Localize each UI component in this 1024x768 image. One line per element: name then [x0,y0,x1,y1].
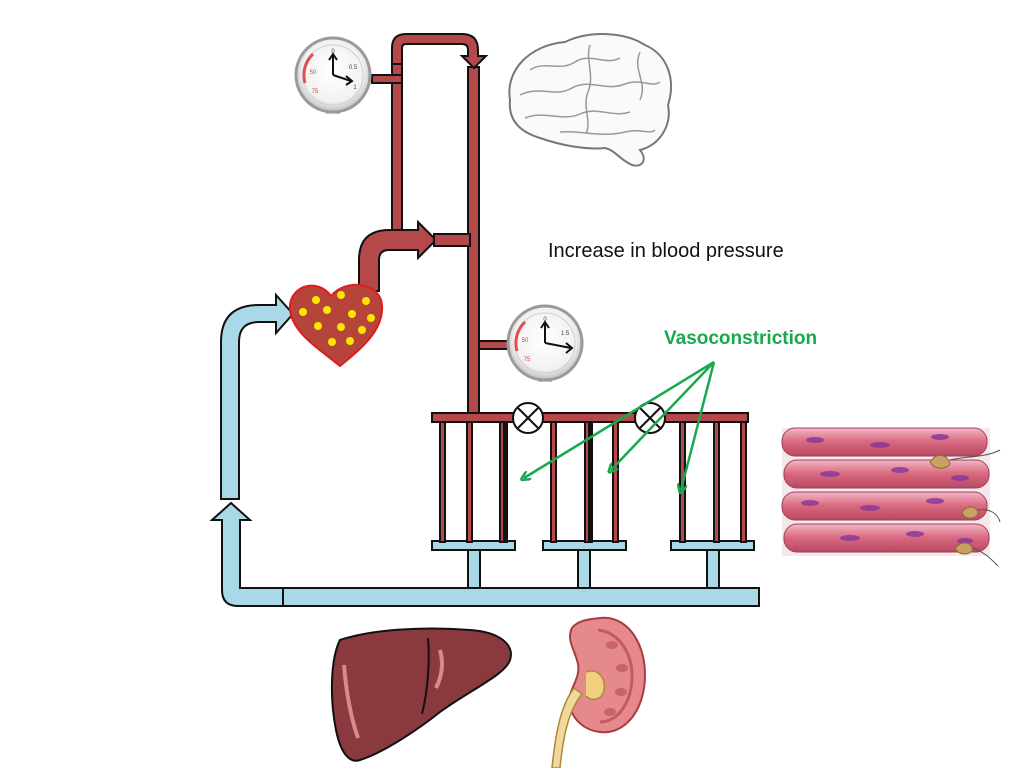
venous-return [209,292,760,607]
vasoconstriction-label: Vasoconstriction [664,328,818,349]
blood-pressure-caption: Increase in blood pressure [548,240,784,262]
valve-closed-icon [512,402,544,434]
heart-icon [288,283,384,368]
capillary-constricted [503,422,506,542]
kidney-icon [551,616,647,768]
valve-closed-icon [634,402,666,434]
muscle-fibers-icon [781,427,1001,567]
capillary-constricted [588,422,591,542]
pressure-gauge-icon: 0 0.5 1 50 75 [294,36,372,114]
liver-icon [330,627,512,762]
gauge-tick: 75 [312,89,319,95]
brain-icon [508,33,672,167]
gauge-tick: 1.5 [561,331,570,337]
gauge-tick: 0 [331,49,335,55]
gauge-tick: 0 [543,317,547,323]
vasoconstriction-arrows [524,360,716,490]
pressure-gauge-icon: 0 1.5 50 75 [506,304,584,382]
gauge-tick: 1 [353,85,357,91]
gauge-tick: 50 [310,70,317,76]
gauge-tick: 0.5 [349,65,358,71]
gauge-tick: 75 [524,357,531,363]
gauge-tick: 50 [522,338,529,344]
